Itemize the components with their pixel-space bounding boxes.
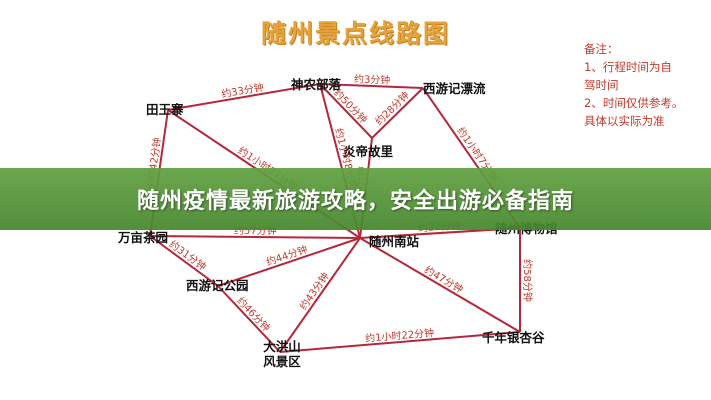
node-xiyouji-gongyuan: 西游记公园	[186, 278, 249, 293]
notes-line: 1、行程时间为自	[584, 60, 672, 74]
node-yinxinggu: 千年银杏谷	[482, 330, 545, 345]
notes-line: 具体以实际为准	[584, 114, 665, 128]
node-tianwangzhai: 田王寨	[146, 102, 184, 117]
notes-title: 备注：	[584, 42, 619, 56]
node-yandi: 炎帝故里	[343, 144, 394, 159]
banner-title: 随州疫情最新旅游攻略，安全出游必备指南	[136, 189, 574, 214]
map-title: 随州景点线路图	[260, 19, 450, 48]
route-time-label: 约58分钟	[520, 258, 532, 302]
node-xiyouji-piaoliu: 西游记漂流	[423, 81, 486, 96]
headline-banner: 随州疫情最新旅游攻略，安全出游必备指南	[0, 168, 711, 230]
notes-line: 驾时间	[584, 78, 619, 92]
route-line	[149, 235, 361, 239]
route-line	[371, 87, 424, 139]
route-line	[359, 237, 521, 333]
route-time-label: 约3分钟	[353, 73, 391, 87]
route-line	[217, 237, 361, 287]
route-line	[319, 83, 424, 89]
node-shennong: 神农部落	[291, 77, 342, 92]
node-dahongshan: 大洪山风景区	[263, 339, 301, 369]
route-line	[279, 237, 361, 353]
route-line	[319, 83, 373, 139]
notes-box: 备注： 1、行程时间为自 驾时间 2、时间仅供参考。 具体以实际为准	[584, 40, 704, 130]
node-nanzhan: 随州南站	[369, 234, 420, 249]
route-line	[279, 331, 521, 353]
node-wanmuchayuan: 万亩茶园	[118, 230, 169, 245]
notes-line: 2、时间仅供参考。	[584, 96, 684, 110]
route-line	[217, 285, 281, 353]
route-line	[149, 235, 219, 287]
route-line	[167, 83, 321, 111]
